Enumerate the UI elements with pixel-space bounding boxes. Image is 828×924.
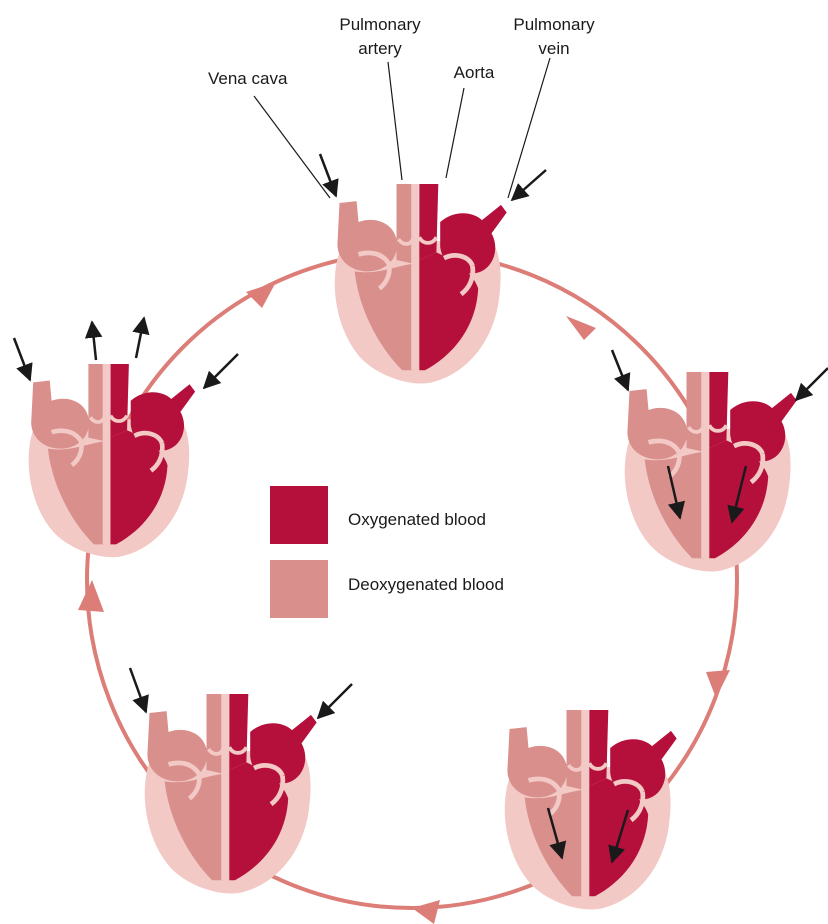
legend-swatch-deoxygenated xyxy=(270,560,328,618)
label-leaders xyxy=(254,58,550,198)
label-vena-cava: Vena cava xyxy=(208,69,288,88)
heart-stage-left xyxy=(29,364,196,557)
label-pulmonary-artery-line1: Pulmonary xyxy=(339,15,421,34)
label-pulmonary-artery-line2: artery xyxy=(358,39,402,58)
heart-stage-bottom-right xyxy=(505,710,677,909)
label-pulmonary-vein-line2: vein xyxy=(538,39,569,58)
legend: Oxygenated blood Deoxygenated blood xyxy=(270,486,504,618)
leader-pulmonary-vein xyxy=(508,58,550,198)
label-aorta: Aorta xyxy=(454,63,495,82)
cycle-arrowhead-left xyxy=(78,580,104,612)
label-pulmonary-vein-line1: Pulmonary xyxy=(513,15,595,34)
cycle-arrowhead-top-left xyxy=(246,282,276,308)
cycle-arrowhead-top-right xyxy=(566,316,596,340)
legend-swatch-oxygenated xyxy=(270,486,328,544)
leader-pulmonary-artery xyxy=(388,62,402,180)
heart-stage-right xyxy=(625,372,797,571)
leader-vena-cava xyxy=(254,96,330,198)
heart-stage-top xyxy=(335,184,507,383)
legend-label-deoxygenated: Deoxygenated blood xyxy=(348,575,504,594)
cycle-arrowhead-right xyxy=(706,670,730,698)
legend-label-oxygenated: Oxygenated blood xyxy=(348,510,486,529)
heart-stage-bottom-left xyxy=(145,694,317,893)
leader-aorta xyxy=(446,88,464,178)
cycle-arrowhead-bottom xyxy=(412,900,440,924)
